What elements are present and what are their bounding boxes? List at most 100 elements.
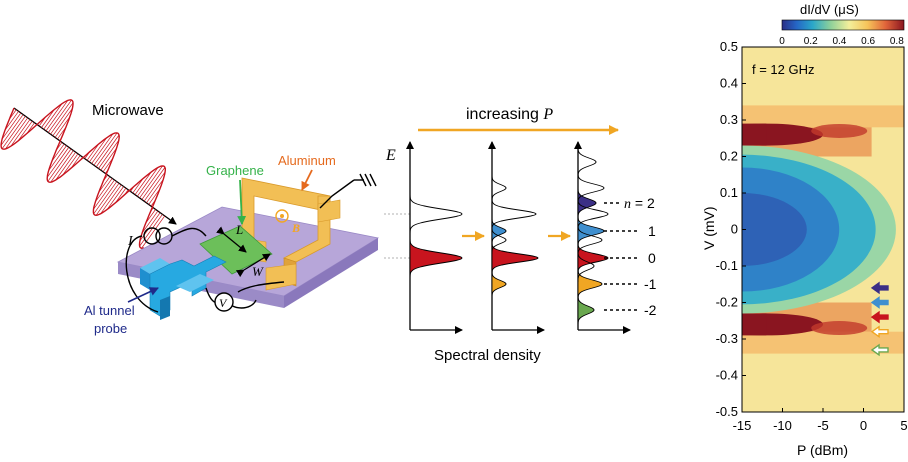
spectral-peak: [491, 217, 507, 245]
aluminum-pointer: [301, 169, 313, 191]
frequency-annotation: f = 12 GHz: [752, 62, 815, 77]
sideband-label: 1: [648, 223, 656, 239]
y-tick-label: -0.2: [716, 295, 738, 310]
wave-hatch: [4, 111, 19, 131]
sideband-label: -2: [644, 302, 657, 318]
wave-hatch: [146, 179, 164, 204]
sideband-label: 0: [648, 250, 656, 266]
sideband-label: -1: [644, 276, 657, 292]
x-tick-label: -15: [733, 418, 752, 433]
coherence-tail: [811, 123, 868, 138]
sideband-labels: n = 210-1-2: [604, 195, 657, 318]
tunnel-probe: [140, 255, 227, 320]
wave-hatch: [54, 116, 71, 138]
voltage-symbol: V: [219, 296, 228, 310]
wave-hatch: [1, 112, 22, 140]
wave-hatch: [0, 114, 24, 146]
wave-hatch: [95, 178, 113, 203]
heatmap-image: [742, 47, 904, 412]
dimension-arrows: [216, 226, 271, 278]
spectral-peak-outline: [577, 224, 603, 256]
ground-icon: [354, 173, 377, 187]
wave-hatch: [91, 133, 114, 164]
spectral-peak: [577, 268, 603, 300]
spectral-peak: [577, 187, 597, 219]
coherence-peak: [742, 313, 767, 336]
spectral-peak: [491, 242, 539, 274]
wave-hatch: [41, 109, 55, 128]
coherence-tail: [811, 321, 868, 336]
wave-hatch: [10, 119, 31, 147]
power-marker-arrow: [870, 310, 889, 324]
heatmap-band: [742, 331, 904, 354]
wave-hatch: [137, 167, 159, 197]
wave-hatch: [47, 148, 72, 182]
wave-hatch: [95, 134, 120, 168]
wave-hatch: [93, 181, 118, 214]
wave-hatch: [106, 186, 124, 210]
wave-hatch: [98, 176, 111, 193]
microwave-wave: [0, 99, 177, 249]
wave-hatch: [98, 139, 120, 169]
heatmap-band: [742, 105, 904, 128]
power-marker-arrow: [870, 296, 889, 309]
field-symbol: B: [291, 221, 300, 235]
colorbar: [781, 19, 905, 31]
graphene-pointer: [237, 179, 247, 225]
colorbar-tick: 0.2: [804, 36, 818, 47]
wave-hatch: [115, 187, 127, 204]
wave-hatch: [139, 165, 163, 199]
microwave-label: Microwave: [92, 102, 164, 119]
wave-hatch: [141, 215, 166, 249]
spectra-group: [384, 141, 631, 334]
wave-hatch: [93, 179, 115, 210]
wave-hatch: [62, 153, 79, 176]
increasing-power-label: increasing P: [466, 106, 553, 123]
power-symbol: P: [542, 106, 553, 123]
wave-hatch: [50, 102, 74, 135]
wave-hatch: [86, 143, 100, 161]
spectral-peak-outline: [577, 172, 605, 204]
wave-axis: [13, 107, 177, 225]
y-tick-label: 0.1: [720, 185, 738, 200]
colorbar-tick: 0: [779, 36, 785, 47]
wave-hatch: [95, 183, 120, 216]
colorbar-tick: 0.4: [832, 36, 846, 47]
wave-hatch: [89, 137, 107, 163]
y-tick-label: -0.4: [716, 368, 738, 383]
y-tick-label: 0.3: [720, 112, 738, 127]
spectral-peak-outline: [491, 174, 507, 202]
spectral-peak: [577, 242, 609, 274]
spectral-density-label: Spectral density: [434, 347, 541, 364]
colorbar-tick: 0.6: [861, 36, 875, 47]
wave-hatch: [17, 120, 33, 142]
y-tick-label: -0.5: [716, 404, 738, 419]
power-marker-arrows: [870, 281, 889, 357]
width-symbol: W: [252, 264, 264, 279]
spectral-peak: [577, 215, 605, 247]
wave-hatch: [100, 147, 117, 171]
spectral-peak-outline: [577, 146, 597, 178]
spectral-peak: [409, 238, 463, 278]
wave-curve: [0, 99, 166, 249]
y-tick-label: 0: [731, 222, 738, 237]
y-axis-label: V (mV): [701, 206, 717, 250]
y-ticks: 0.50.40.30.20.10-0.1-0.2-0.3-0.4-0.5: [716, 39, 746, 419]
x-tick-label: 5: [900, 418, 907, 433]
wave-hatch: [100, 184, 122, 214]
spectral-peak-outline: [409, 194, 463, 234]
x-tick-label: 0: [860, 418, 867, 433]
coherence-peak: [742, 123, 767, 146]
spectral-peak: [491, 270, 507, 298]
device-panel: Microwave: [0, 99, 380, 336]
energy-axis-label: E: [385, 147, 396, 164]
wave-hatch: [134, 171, 152, 195]
wave-hatch: [52, 108, 73, 137]
voltmeter-icon: V: [214, 292, 234, 312]
wave-hatch: [51, 143, 65, 162]
power-marker-arrow: [870, 343, 889, 357]
length-symbol: L: [235, 222, 243, 237]
magnetic-field-icon: [275, 209, 289, 223]
